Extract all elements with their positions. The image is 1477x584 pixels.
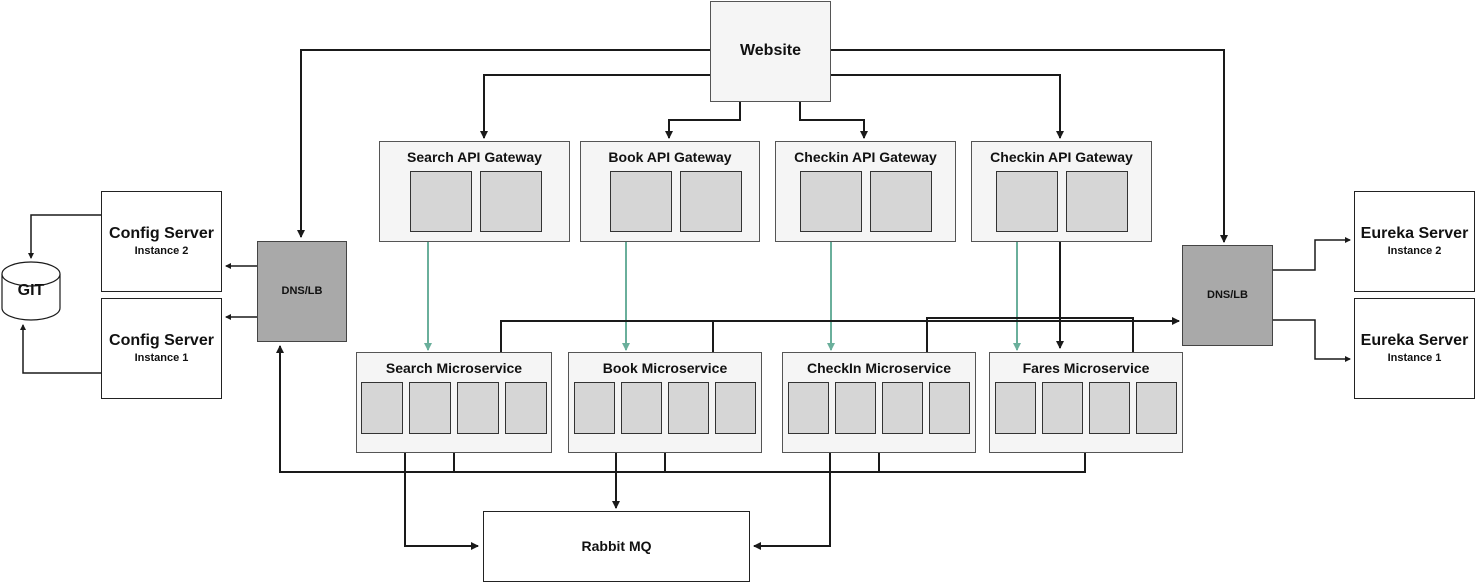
gateway-instance (610, 171, 672, 232)
services-to-rabbit (404, 452, 831, 550)
service-instance (361, 382, 403, 434)
config-server-instance-label: Instance 2 (134, 245, 189, 257)
gateway-instance (800, 171, 862, 232)
eureka-server-instance-label: Instance 2 (1387, 245, 1442, 257)
search-gateway[interactable]: Search API Gateway (379, 141, 570, 242)
service-instance (457, 382, 499, 434)
fares-microservice[interactable]: Fares Microservice (989, 352, 1183, 453)
checkin-microservice-title: CheckIn Microservice (807, 360, 951, 376)
service-instance (409, 382, 451, 434)
service-instance (505, 382, 547, 434)
book-microservice-title: Book Microservice (602, 360, 728, 376)
services-to-eureka-lb (500, 317, 1180, 352)
service-instance (668, 382, 709, 434)
website-to-gateways (297, 49, 1228, 243)
config-server-label: Config Server (109, 225, 214, 242)
config-server-instance-label: Instance 1 (134, 352, 189, 364)
config-dns-lb[interactable]: DNS/LB (257, 241, 347, 342)
gateway-instance (1066, 171, 1128, 232)
config-links (20, 214, 257, 374)
checkin-microservice[interactable]: CheckIn Microservice (782, 352, 976, 453)
git-cylinder (1, 261, 61, 321)
gateway-instance (870, 171, 932, 232)
service-instance (621, 382, 662, 434)
service-instance (835, 382, 876, 434)
git-label: GIT (17, 282, 45, 299)
gateway-instance (410, 171, 472, 232)
gateway-instance (480, 171, 542, 232)
service-instance (788, 382, 829, 434)
rabbit-mq[interactable]: Rabbit MQ (483, 511, 750, 582)
service-instance (715, 382, 756, 434)
search-gateway-title: Search API Gateway (407, 149, 542, 165)
book-gateway[interactable]: Book API Gateway (580, 141, 760, 242)
eureka-server-instance-1[interactable]: Eureka Server Instance 1 (1354, 298, 1475, 399)
service-instance (574, 382, 615, 434)
eureka-server-label: Eureka Server (1360, 225, 1469, 242)
checkin-gateway-title: Checkin API Gateway (794, 149, 937, 165)
search-microservice[interactable]: Search Microservice (356, 352, 552, 453)
service-instance (1042, 382, 1083, 434)
rabbit-mq-label: Rabbit MQ (581, 538, 652, 554)
fares-gateway-title: Checkin API Gateway (990, 149, 1133, 165)
eureka-server-instance-2[interactable]: Eureka Server Instance 2 (1354, 191, 1475, 292)
eureka-server-label: Eureka Server (1360, 332, 1469, 349)
service-instance (995, 382, 1036, 434)
config-server-instance-2[interactable]: Config Server Instance 2 (101, 191, 222, 292)
gateway-instance (680, 171, 742, 232)
gateway-to-service-links (424, 232, 1021, 351)
config-dns-lb-label: DNS/LB (281, 285, 323, 297)
eureka-dns-lb[interactable]: DNS/LB (1182, 245, 1273, 346)
checkin-gateway[interactable]: Checkin API Gateway (775, 141, 956, 242)
website-label: Website (739, 42, 802, 59)
website-node[interactable]: Website (710, 1, 831, 102)
service-instance (1089, 382, 1130, 434)
book-gateway-title: Book API Gateway (608, 149, 732, 165)
service-instance (1136, 382, 1177, 434)
eureka-dns-lb-label: DNS/LB (1207, 289, 1248, 301)
config-server-instance-1[interactable]: Config Server Instance 1 (101, 298, 222, 399)
eureka-server-instance-label: Instance 1 (1387, 352, 1442, 364)
eureka-links (1273, 237, 1351, 362)
gateway-instance (996, 171, 1058, 232)
service-instance (882, 382, 923, 434)
fares-gateway[interactable]: Checkin API Gateway (971, 141, 1152, 242)
config-server-label: Config Server (109, 332, 214, 349)
fares-microservice-title: Fares Microservice (1022, 360, 1150, 376)
book-microservice[interactable]: Book Microservice (568, 352, 762, 453)
search-microservice-title: Search Microservice (385, 360, 523, 376)
service-instance (929, 382, 970, 434)
services-to-config-lb (276, 345, 1086, 473)
